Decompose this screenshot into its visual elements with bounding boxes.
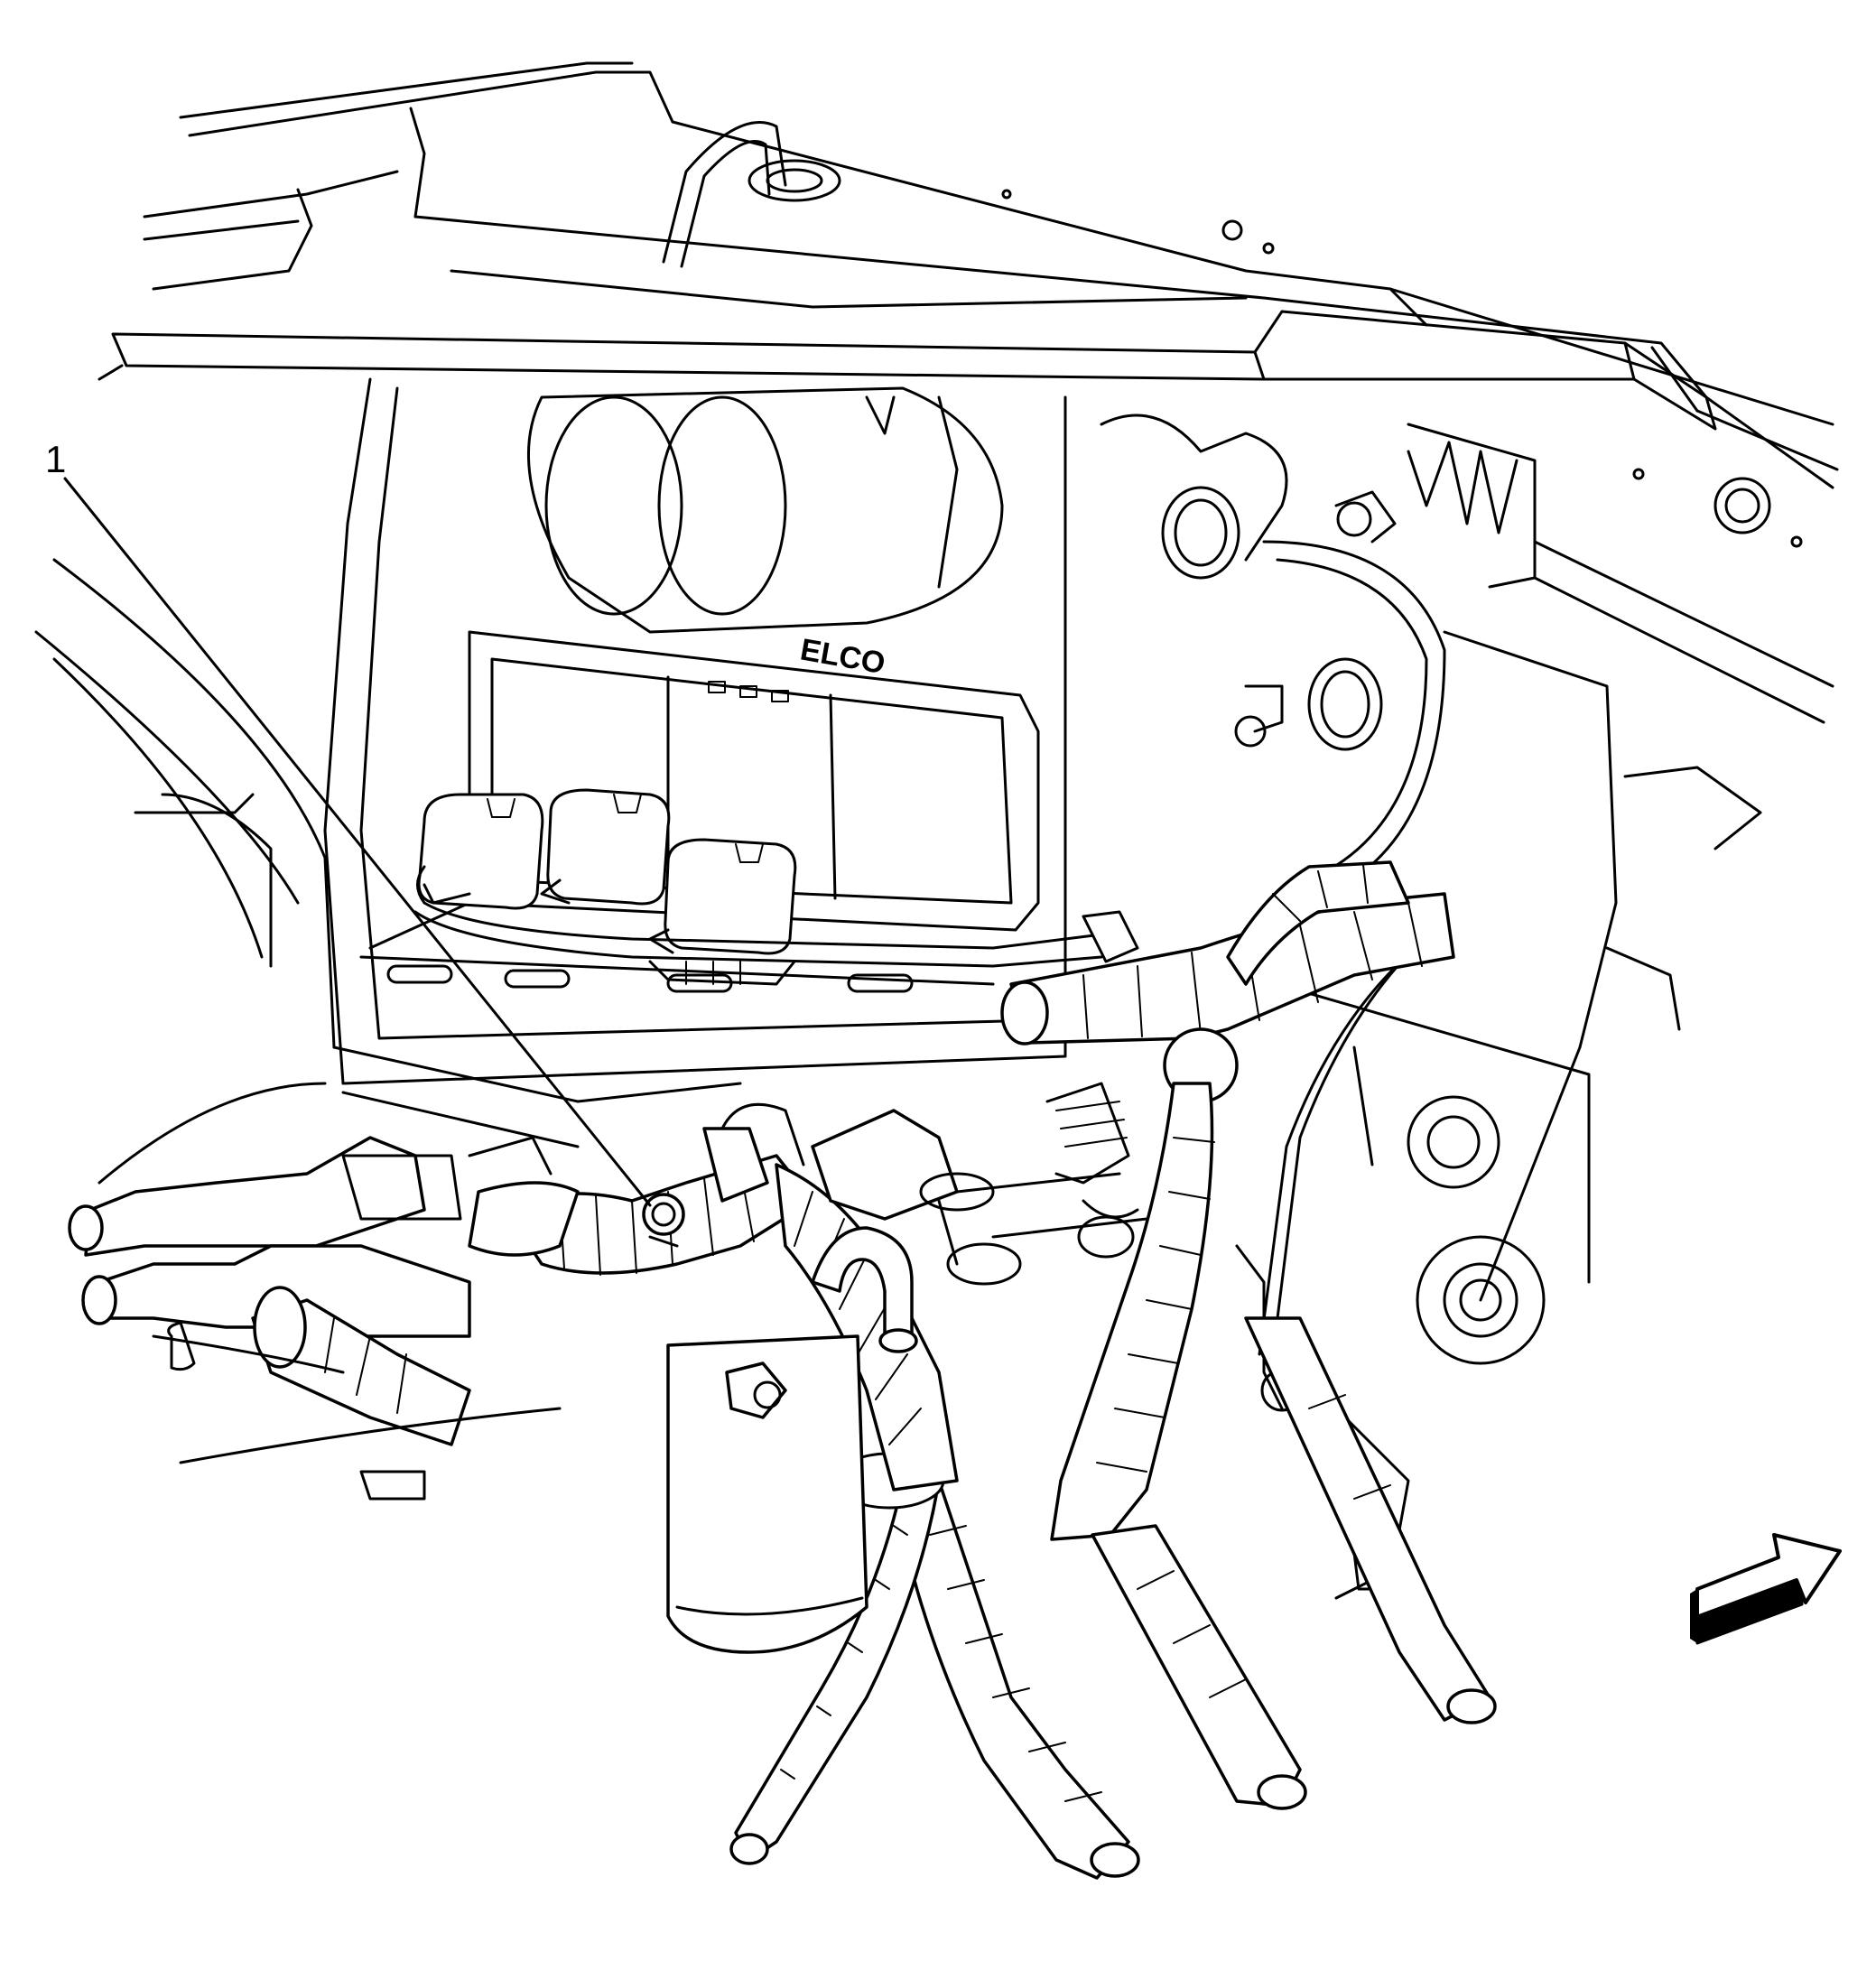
vent-tube <box>662 121 841 268</box>
part-stamp-text: ELCO <box>798 632 888 681</box>
lower-body-panels <box>34 558 1148 1501</box>
canister <box>666 1334 868 1654</box>
center-hose-loop <box>811 1172 1022 1353</box>
module-connectors <box>416 788 797 955</box>
control-module-housing: ELCO <box>323 377 1067 1085</box>
callout-number-1: 1 <box>45 438 67 480</box>
cowl-panel <box>143 61 1839 548</box>
wiper-arm <box>98 310 1717 431</box>
right-bracket-assembly <box>1100 414 1834 1412</box>
connector-pigtail <box>413 901 1139 986</box>
main-wiring-harness <box>1000 860 1455 1541</box>
heater-hoses <box>68 1136 471 1446</box>
air-intake-duct <box>527 386 1004 634</box>
direction-arrow-icon <box>1690 1533 1842 1645</box>
ground-stud <box>642 1193 685 1248</box>
callout-leader-line <box>63 477 652 1207</box>
center-right-component <box>1045 1082 1139 1259</box>
